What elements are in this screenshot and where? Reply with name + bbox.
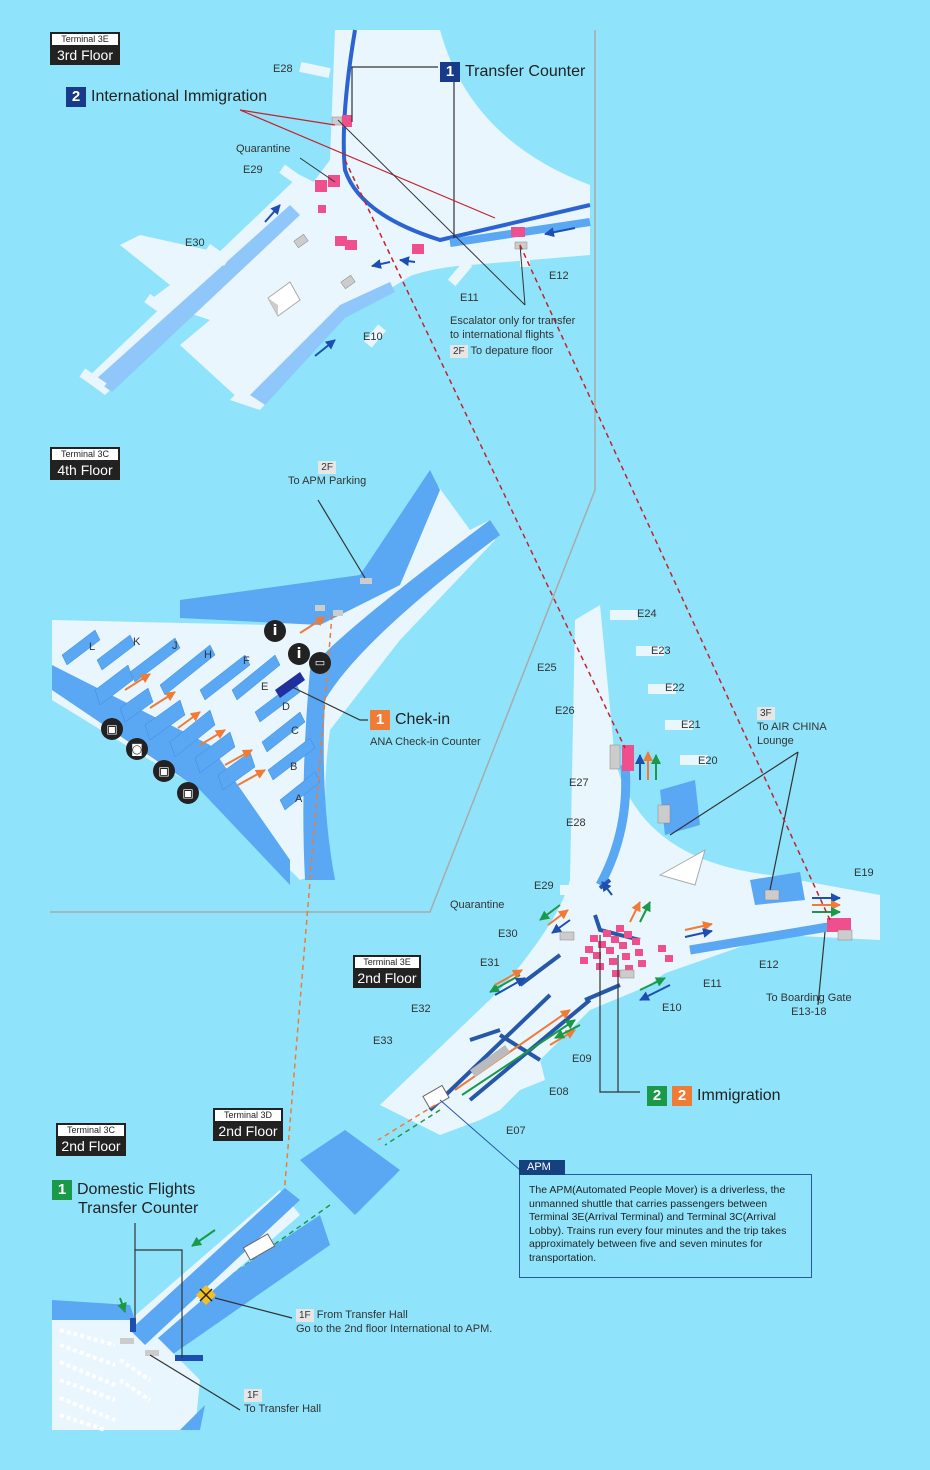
gate-label: E12 <box>549 270 569 282</box>
counter-label: A <box>295 793 303 805</box>
quarantine-label-2: Quarantine <box>450 899 505 911</box>
gate-label: E28 <box>273 63 293 75</box>
gate-label: E30 <box>498 928 518 940</box>
gate-label: E19 <box>854 867 874 879</box>
ana-logo-icon <box>275 672 305 698</box>
apm-title: APM <box>519 1160 565 1175</box>
counter-label: C <box>291 725 299 737</box>
gate-label: E24 <box>637 608 657 620</box>
checkin-sub-label: ANA Check-in Counter <box>370 736 481 748</box>
quarantine-label: Quarantine <box>236 143 291 155</box>
counter-label: L <box>89 641 96 653</box>
gate-label: E22 <box>665 682 685 694</box>
apm-train-icon-2 <box>242 1233 276 1261</box>
panel-t3e-3f <box>50 29 596 913</box>
counter-label: E <box>261 681 269 693</box>
gate-label: E11 <box>703 978 722 990</box>
gate-label: E32 <box>411 1003 431 1015</box>
apm-description: The APM(Automated People Mover) is a dri… <box>529 1184 787 1264</box>
info-icon: i <box>264 620 286 642</box>
gate-label: E09 <box>572 1053 592 1065</box>
gate-label: E29 <box>534 880 554 892</box>
gate-label: E23 <box>651 645 671 657</box>
bus-icon: ▣ <box>101 718 123 740</box>
counter-label: H <box>204 649 212 661</box>
gate-label: E33 <box>373 1035 393 1047</box>
panel-t3c-4f <box>52 470 500 885</box>
panel-t3e-2f <box>380 605 880 1171</box>
gate-label: E20 <box>698 755 718 767</box>
gate-label: E27 <box>569 777 589 789</box>
gate-label: E30 <box>185 237 205 249</box>
panel-t3c-2f <box>52 1130 400 1432</box>
gate-label: E11 <box>460 292 479 304</box>
gate-label: E21 <box>681 719 701 731</box>
counter-label: K <box>133 636 141 648</box>
bus-icon: ▣ <box>153 760 175 782</box>
gate-label: E28 <box>566 817 586 829</box>
apm-train-icon <box>422 1084 450 1110</box>
bus-icon: ▣ <box>177 782 199 804</box>
gate-label: E10 <box>363 331 383 343</box>
apm-info-box <box>519 1174 812 1278</box>
gate-label: E08 <box>549 1086 569 1098</box>
gate-label: E25 <box>537 662 557 674</box>
counter-label: F <box>243 655 250 667</box>
taxi-icon: ◙ <box>126 738 148 760</box>
gate-label: E12 <box>759 959 779 971</box>
to-departure-note: 2F To depature floor <box>450 344 553 358</box>
counter-label: J <box>172 640 178 652</box>
counter-label: D <box>282 701 290 713</box>
escalator-icon: ▭ <box>309 652 331 674</box>
gate-label: E10 <box>662 1002 682 1014</box>
gate-label: E07 <box>506 1125 526 1137</box>
gate-label: E26 <box>555 705 575 717</box>
counter-label: B <box>290 761 298 773</box>
info-icon: i <box>288 643 310 665</box>
gate-label: E31 <box>480 957 500 969</box>
gate-label: E29 <box>243 164 263 176</box>
